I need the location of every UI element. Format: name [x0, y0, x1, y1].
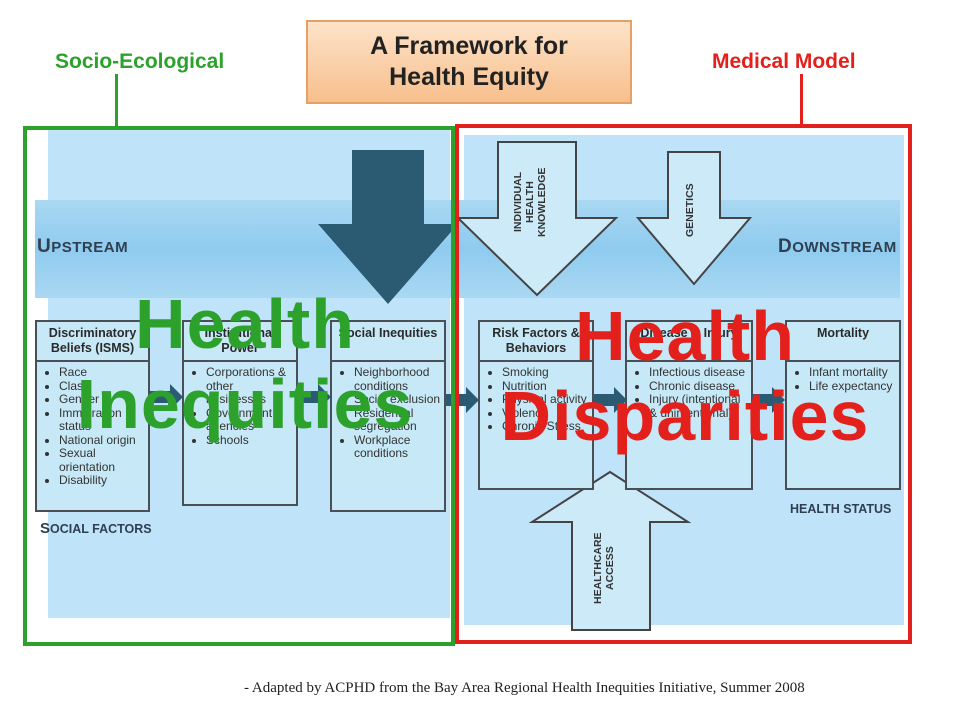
list-item: Residential segregation — [354, 406, 444, 434]
health-disparities-overlay: Health Disparities — [470, 296, 900, 456]
flow-arrow-icon — [594, 387, 627, 413]
box-disease-injury-list: Infectious disease Chronic disease Injur… — [627, 365, 751, 420]
socio-ecological-frame — [23, 126, 455, 646]
box-risk-factors-title: Risk Factors & Behaviors — [480, 322, 592, 362]
list-item: National origin — [59, 433, 148, 448]
box-social-inequities-list: Neighborhood conditions Social exclusion… — [332, 365, 444, 461]
box-social-inequities: Social Inequities Neighborhood condition… — [330, 320, 446, 512]
healthcare-access-arrow — [528, 470, 692, 631]
large-down-arrow — [318, 150, 458, 304]
box-discriminatory-beliefs-title: Discriminatory Beliefs (ISMS) — [37, 322, 148, 362]
health-status-label: HEALTH STATUS — [790, 502, 892, 516]
box-social-inequities-title: Social Inequities — [332, 322, 444, 362]
list-item: Smoking — [502, 365, 592, 380]
upstream-label: UPSTREAM — [37, 236, 129, 257]
health-inequities-overlay: Health Inequities — [40, 284, 450, 444]
list-item: Immigration status — [59, 406, 148, 434]
list-item: Disability — [59, 473, 148, 488]
social-factors-label: SOCIAL FACTORS — [40, 520, 152, 537]
flow-arrow-icon — [298, 384, 331, 410]
medical-model-label: Medical Model — [712, 50, 856, 73]
list-item: Schools — [206, 433, 296, 448]
flow-arrow-icon — [446, 387, 479, 413]
box-risk-factors: Risk Factors & Behaviors Smoking Nutriti… — [478, 320, 594, 490]
list-item: Violence — [502, 406, 592, 421]
flow-arrow-icon — [150, 384, 183, 410]
list-item: Injury (intentional & unintentional) — [649, 392, 751, 420]
list-item: Corporations & other businesses — [206, 365, 296, 407]
list-item: Sexual orientation — [59, 446, 148, 474]
box-mortality: Mortality Infant mortality Life expectan… — [785, 320, 901, 490]
medical-model-frame — [455, 124, 912, 644]
box-disease-injury-title: Disease & Injury — [627, 322, 751, 362]
source-footnote: - Adapted by ACPHD from the Bay Area Reg… — [244, 680, 805, 696]
list-item: Life expectancy — [809, 379, 899, 394]
individual-knowledge-arrow — [458, 141, 619, 297]
health-disparities-line-2: Disparities — [500, 377, 870, 455]
flow-arrow-icon — [752, 387, 785, 413]
socio-ecological-connector — [115, 74, 118, 127]
box-risk-factors-list: Smoking Nutrition Physical activity Viol… — [480, 365, 592, 434]
list-item: Chronic disease — [649, 379, 751, 394]
list-item: Neighborhood conditions — [354, 365, 444, 393]
box-institutional-power: Institutional Power Corporations & other… — [182, 320, 298, 506]
medical-model-connector — [800, 74, 803, 127]
downstream-label: DOWNSTREAM — [778, 236, 897, 257]
box-institutional-power-title: Institutional Power — [184, 322, 296, 362]
list-item: Race — [59, 365, 148, 380]
box-institutional-power-list: Corporations & other businesses Governme… — [184, 365, 296, 448]
box-discriminatory-beliefs: Discriminatory Beliefs (ISMS) Race Class… — [35, 320, 150, 512]
list-item: Chronic Stress — [502, 419, 592, 434]
genetics-arrow — [635, 151, 753, 286]
list-item: Infectious disease — [649, 365, 751, 380]
socio-ecological-label: Socio-Ecological — [55, 50, 225, 73]
health-inequities-line-2: Inequities — [76, 365, 414, 443]
stream-band — [35, 200, 900, 298]
box-discriminatory-beliefs-list: Race Class Gender Immigration status Nat… — [37, 365, 148, 488]
list-item: Social exclusion — [354, 392, 444, 407]
list-item: Physical activity — [502, 392, 592, 407]
list-item: Government agencies — [206, 406, 296, 434]
box-mortality-title: Mortality — [787, 322, 899, 362]
title-box: A Framework for Health Equity — [306, 20, 632, 104]
list-item: Class — [59, 379, 148, 394]
list-item: Gender — [59, 392, 148, 407]
health-inequities-line-1: Health — [135, 285, 355, 363]
list-item: Infant mortality — [809, 365, 899, 380]
list-item: Nutrition — [502, 379, 592, 394]
title-line-2: Health Equity — [389, 63, 549, 91]
health-disparities-line-1: Health — [575, 297, 795, 375]
box-mortality-list: Infant mortality Life expectancy — [787, 365, 899, 394]
box-disease-injury: Disease & Injury Infectious disease Chro… — [625, 320, 753, 490]
list-item: Workplace conditions — [354, 433, 444, 461]
title-line-1: A Framework for — [370, 32, 568, 60]
